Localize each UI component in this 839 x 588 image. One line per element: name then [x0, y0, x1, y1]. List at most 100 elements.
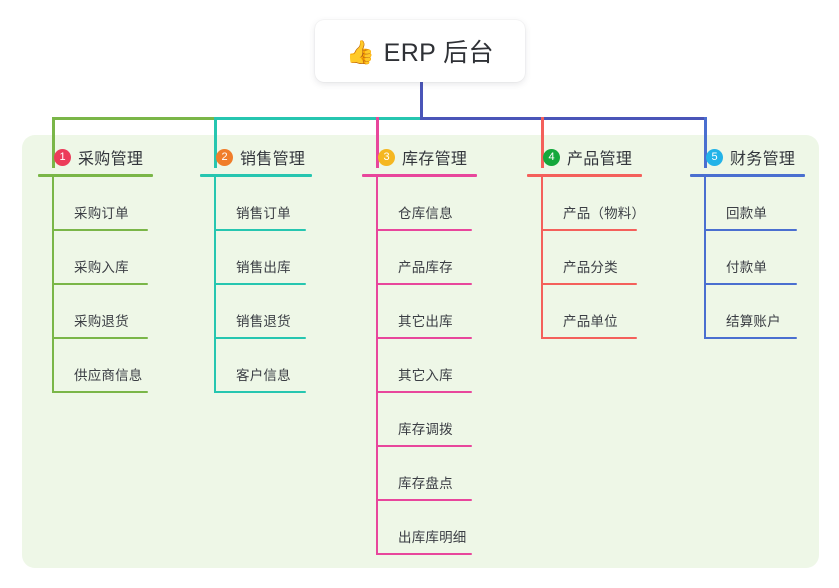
column-5: 5 财务管理回款单付款单结算账户 [690, 146, 805, 339]
column-4: 4 产品管理产品（物料） 产品分类产品单位 [527, 146, 645, 339]
leaf-item[interactable]: 产品（物料） [541, 177, 645, 231]
column-3: 3 库存管理仓库信息产品库存其它出库其它入库库存调拨库存盘点出库库明细 [362, 146, 477, 555]
root-title: ERP 后台 [383, 39, 494, 67]
column-stem [376, 177, 378, 555]
column-drop-line-2 [214, 117, 217, 168]
leaf-item[interactable]: 出库库明细 [376, 501, 477, 555]
column-badge-icon: 5 [706, 148, 723, 166]
column-stem [704, 177, 706, 339]
column-rule [362, 174, 477, 177]
trunk-segment-teal [214, 117, 423, 120]
leaf-item-rule [376, 229, 472, 231]
leaf-item[interactable]: 产品分类 [541, 231, 642, 285]
leaf-item-rule [52, 391, 148, 393]
column-drop-line-5 [704, 117, 707, 168]
trunk-segment-blue [420, 117, 707, 120]
leaf-item-label: 客户信息 [236, 368, 291, 383]
leaf-item-rule [376, 499, 472, 501]
leaf-item-label: 出库库明细 [398, 530, 467, 545]
leaf-item-label: 采购入库 [74, 260, 129, 275]
leaf-item[interactable]: 库存调拨 [376, 393, 477, 447]
column-drop-line-3 [376, 117, 379, 168]
column-title: 产品管理 [567, 151, 633, 168]
trunk-segment-green [52, 117, 214, 120]
column-drop-line-1 [52, 117, 55, 168]
leaf-item-rule [376, 337, 472, 339]
leaf-item-rule [541, 229, 637, 231]
leaf-item[interactable]: 供应商信息 [52, 339, 153, 393]
leaf-item[interactable]: 客户信息 [214, 339, 312, 393]
column-stem [52, 177, 54, 393]
column-title: 库存管理 [402, 151, 468, 168]
root-node-card[interactable]: 👍 ERP 后台 [315, 20, 525, 82]
column-header-5[interactable]: 5 财务管理 [690, 146, 805, 168]
leaf-item[interactable]: 产品单位 [541, 285, 642, 339]
leaf-item-rule [704, 283, 797, 285]
leaf-item-label: 产品库存 [398, 260, 453, 275]
column-items: 销售订单销售出库销售退货客户信息 [214, 177, 312, 393]
column-header-1[interactable]: 1 采购管理 [38, 146, 153, 168]
leaf-item-rule [541, 283, 637, 285]
leaf-item-label: 产品单位 [563, 314, 618, 329]
leaf-item[interactable]: 库存盘点 [376, 447, 477, 501]
leaf-item[interactable]: 销售退货 [214, 285, 312, 339]
leaf-item-rule [376, 445, 472, 447]
leaf-item[interactable]: 采购订单 [52, 177, 153, 231]
column-drop-line-4 [541, 117, 544, 168]
leaf-item-label: 库存盘点 [398, 476, 453, 491]
leaf-item-label: 采购退货 [74, 314, 129, 329]
column-title: 采购管理 [78, 151, 144, 168]
column-title: 销售管理 [240, 151, 306, 168]
leaf-item-rule [214, 337, 306, 339]
leaf-item-rule [376, 553, 472, 555]
leaf-item-label: 库存调拨 [398, 422, 453, 437]
leaf-item-label: 销售订单 [236, 206, 291, 221]
leaf-item[interactable]: 其它出库 [376, 285, 477, 339]
leaf-item[interactable]: 销售出库 [214, 231, 312, 285]
column-badge-icon: 1 [54, 148, 71, 166]
leaf-item[interactable]: 付款单 [704, 231, 805, 285]
leaf-item-label: 仓库信息 [398, 206, 453, 221]
leaf-item[interactable]: 产品库存 [376, 231, 477, 285]
column-items: 仓库信息产品库存其它出库其它入库库存调拨库存盘点出库库明细 [376, 177, 477, 555]
leaf-item-rule [704, 229, 797, 231]
column-1: 1 采购管理采购订单采购入库采购退货供应商信息 [38, 146, 153, 393]
column-title: 财务管理 [730, 151, 796, 168]
leaf-item[interactable]: 结算账户 [704, 285, 805, 339]
leaf-item-label: 采购订单 [74, 206, 129, 221]
leaf-item-rule [376, 391, 472, 393]
column-rule [690, 174, 805, 177]
column-stem [541, 177, 543, 339]
root-drop-line [420, 82, 423, 120]
leaf-item[interactable]: 采购退货 [52, 285, 153, 339]
leaf-item-label: 付款单 [726, 260, 768, 275]
leaf-item[interactable]: 采购入库 [52, 231, 153, 285]
leaf-item-label: 回款单 [726, 206, 768, 221]
leaf-item-rule [214, 391, 306, 393]
leaf-item-label: 产品分类 [563, 260, 618, 275]
column-header-3[interactable]: 3 库存管理 [362, 146, 477, 168]
leaf-item-label: 其它入库 [398, 368, 453, 383]
column-badge-icon: 3 [378, 148, 395, 166]
leaf-item[interactable]: 销售订单 [214, 177, 312, 231]
leaf-item-label: 销售退货 [236, 314, 291, 329]
column-rule [38, 174, 153, 177]
leaf-item-label: 销售出库 [236, 260, 291, 275]
leaf-item-rule [541, 337, 637, 339]
column-stem [214, 177, 216, 393]
column-items: 产品（物料） 产品分类产品单位 [541, 177, 645, 339]
leaf-item[interactable]: 仓库信息 [376, 177, 477, 231]
leaf-item-label: 结算账户 [726, 314, 781, 329]
leaf-item-rule [214, 229, 306, 231]
column-items: 回款单付款单结算账户 [704, 177, 805, 339]
column-badge-icon: 4 [543, 148, 560, 166]
leaf-item-rule [52, 337, 148, 339]
leaf-item[interactable]: 回款单 [704, 177, 805, 231]
leaf-item-rule [376, 283, 472, 285]
leaf-item[interactable]: 其它入库 [376, 339, 477, 393]
column-header-4[interactable]: 4 产品管理 [527, 146, 642, 168]
leaf-item-label: 其它出库 [398, 314, 453, 329]
